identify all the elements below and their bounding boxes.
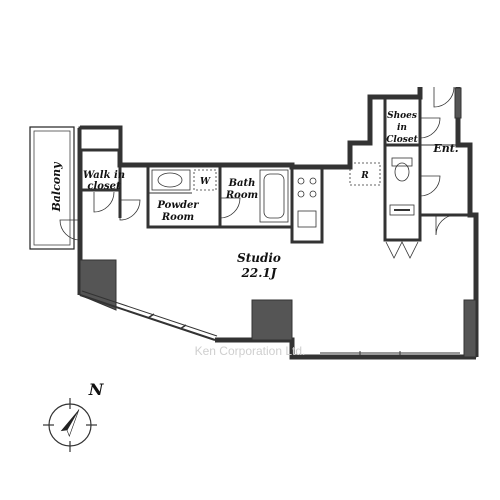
closet-door <box>119 199 141 221</box>
balcony-label: Balcony <box>50 161 63 213</box>
balcony-door <box>59 219 81 241</box>
kitchen: R <box>290 162 381 244</box>
north-arrow-icon <box>60 409 80 438</box>
shoes-closet: Shoes in Closet <box>383 95 422 147</box>
entrance-label: Ent. <box>432 142 458 155</box>
washer-label: W <box>200 177 211 187</box>
walk-in-closet-label-1: Walk in <box>83 170 125 181</box>
compass: N <box>43 380 105 452</box>
balcony: Balcony <box>29 126 75 250</box>
structural-columns <box>79 87 477 358</box>
powder-room-label-1: Powder <box>156 200 199 211</box>
shoes-closet-label-3: Closet <box>386 135 418 145</box>
bath-room: Bath Room <box>218 163 294 229</box>
walk-in-closet: Walk in closet <box>78 126 125 218</box>
entrance: Ent. <box>419 86 470 155</box>
toilet-room <box>383 143 470 259</box>
bath-room-label-1: Bath <box>228 178 256 189</box>
refrigerator-label: R <box>360 171 369 181</box>
studio-label: Studio <box>237 251 281 265</box>
studio-size-label: 22.1J <box>241 266 278 280</box>
powder-room-label-2: Room <box>161 212 194 223</box>
window-south <box>320 351 460 359</box>
bath-room-label-2: Room <box>225 190 258 201</box>
shoes-closet-label-1: Shoes <box>387 111 417 121</box>
walk-in-closet-label-2: closet <box>87 181 121 192</box>
window-wall-southwest <box>79 290 252 343</box>
compass-north-label: N <box>88 380 105 399</box>
shoes-closet-label-2: in <box>397 123 407 133</box>
watermark: Ken Corporation Ltd. <box>195 344 306 358</box>
